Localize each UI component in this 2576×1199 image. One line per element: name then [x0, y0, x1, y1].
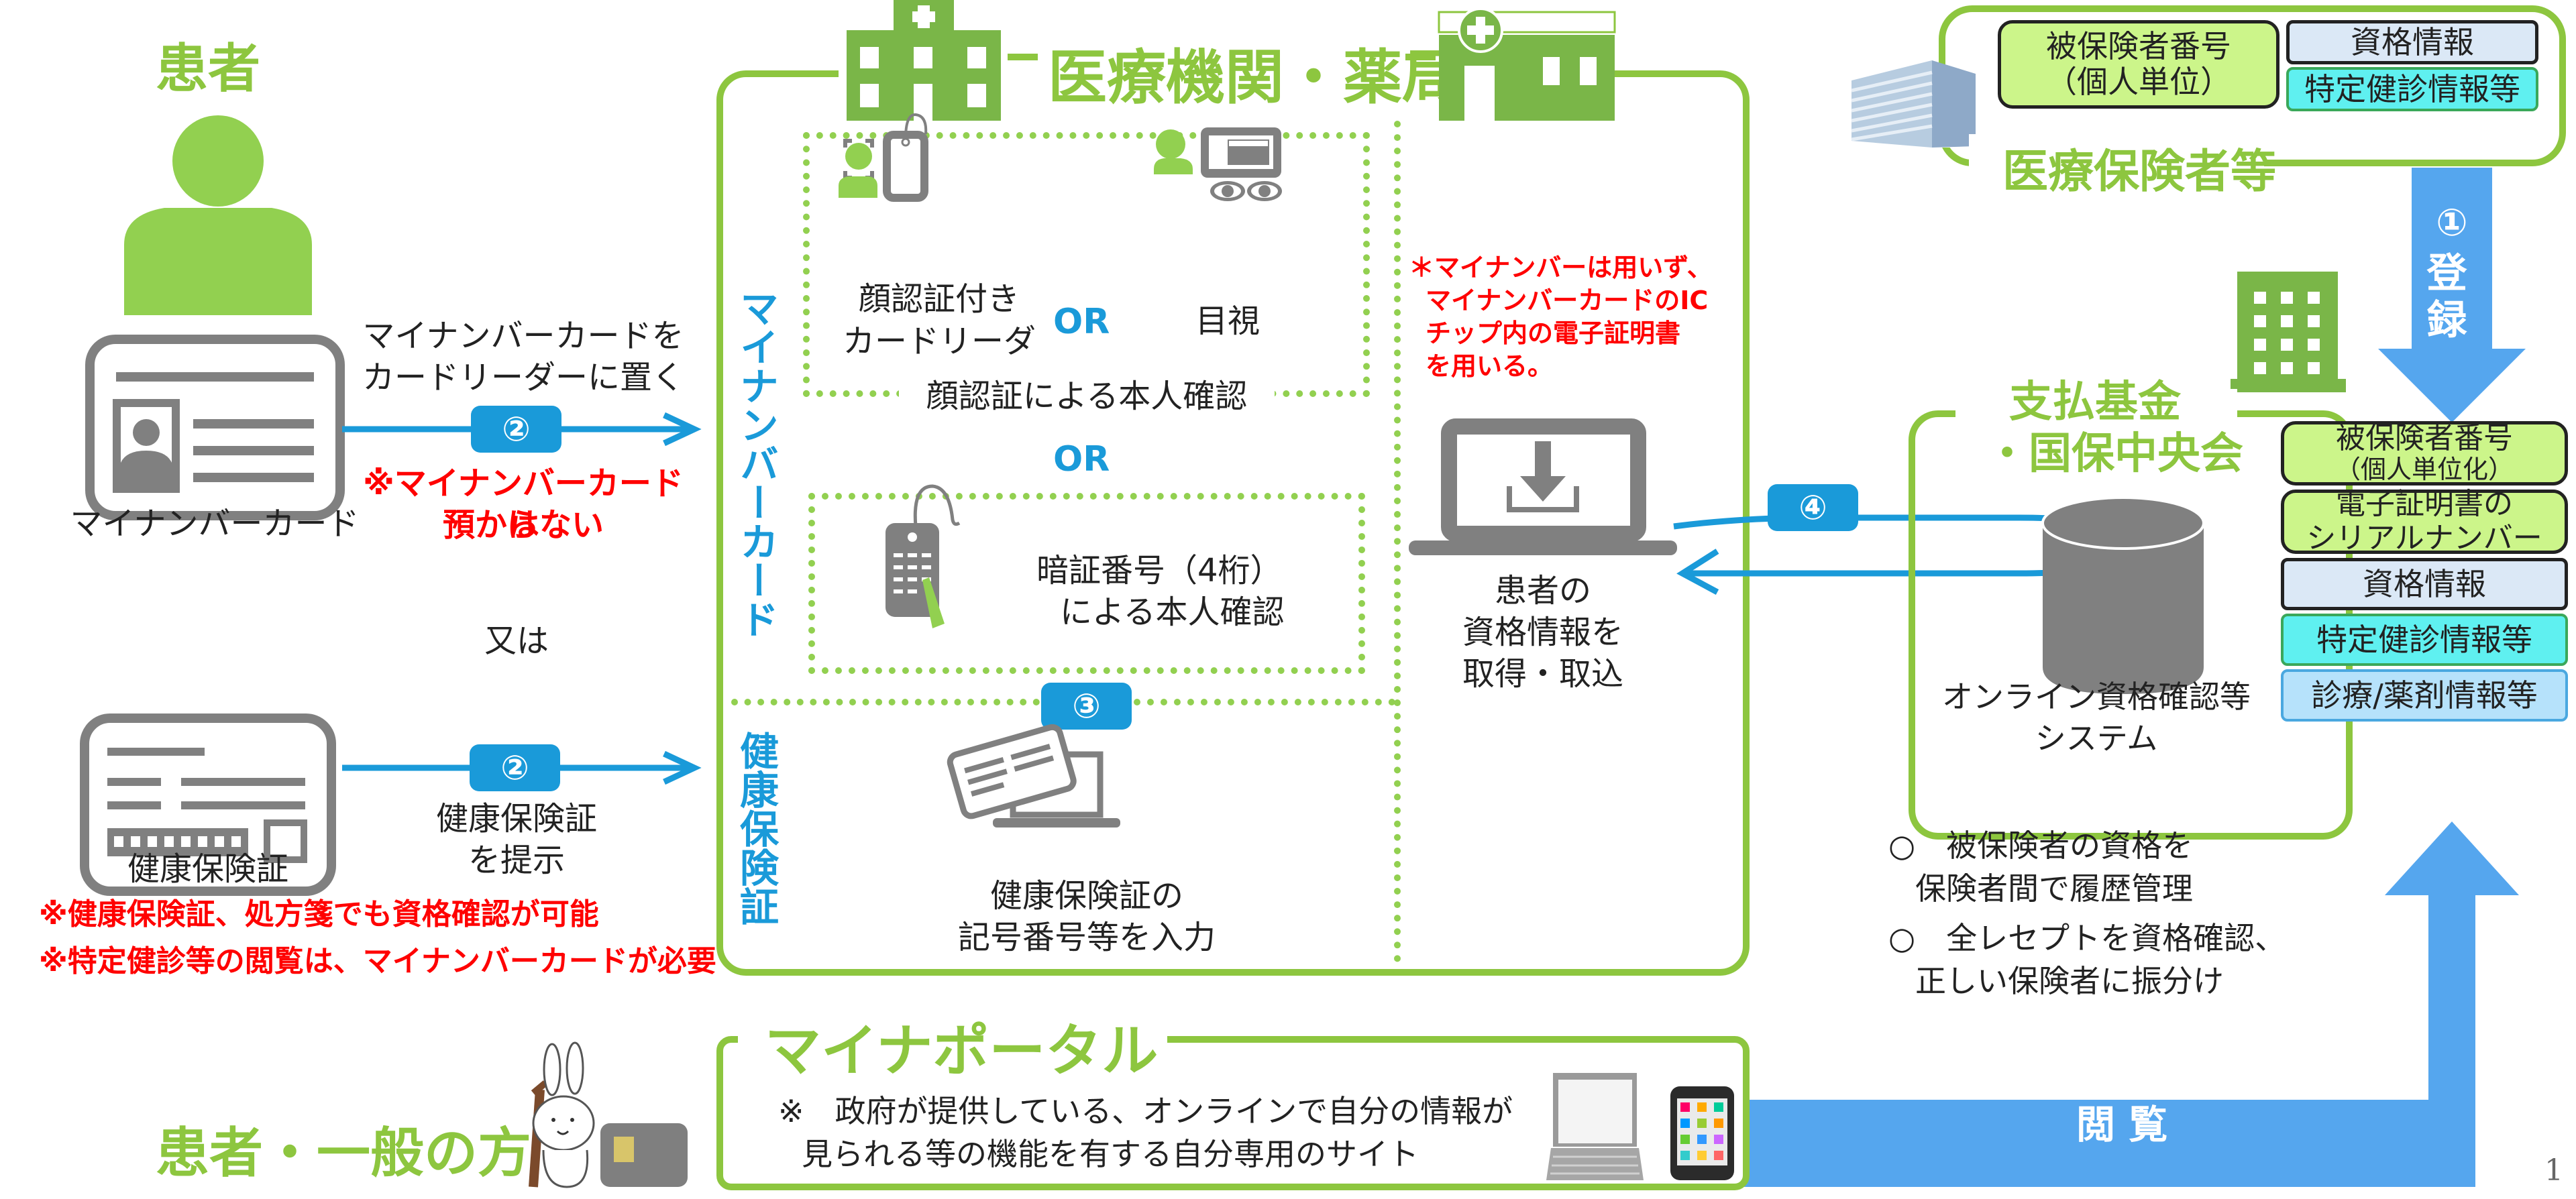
insurer-title-backdrop	[1969, 134, 2264, 188]
stack-0-line1: 被保険者番号	[2336, 420, 2513, 455]
arrow1-text-line2: カードリーダーに置く	[362, 359, 684, 396]
red-note-line3: チップ内の電子証明書	[1426, 319, 1681, 348]
face-reader-icon	[839, 113, 928, 202]
stack-0-line2: （個人単位化）	[2334, 455, 2514, 485]
portal-title-backdrop	[738, 1009, 1167, 1070]
stack-4-line1: 診療/薬剤情報等	[2311, 677, 2538, 713]
note-checkup-requires-card: ※特定健診等の閲覧は、マイナンバーカードが必要	[39, 944, 716, 978]
fund-title-line1: 支払基金	[2009, 378, 2181, 427]
insurer-number-box: 被保険者番号 （個人単位）	[1998, 20, 2279, 109]
visual-check-icon	[1154, 127, 1282, 201]
stack-medical-drug: 診療/薬剤情報等	[2281, 669, 2568, 722]
fund-title-line2: ・国保中央会	[1986, 429, 2243, 479]
page-number: 1	[2544, 1153, 2563, 1188]
pin-label-line1: 暗証番号（4桁）	[1036, 552, 1283, 589]
or-label: 又は	[484, 622, 549, 660]
face-reader-label-line1: 顔認証付き	[858, 280, 1020, 318]
insurer-qualification-box: 資格情報	[2286, 20, 2538, 64]
stack-insured-number: 被保険者番号 （個人単位化）	[2281, 421, 2568, 486]
red-note-line2: マイナンバーカードのIC	[1426, 286, 1709, 315]
fund-building-icon	[2231, 272, 2346, 392]
step1-label: 登録	[2420, 251, 2467, 345]
stack-3-line1: 特定健診情報等	[2316, 621, 2532, 658]
step2-badge-insurance: ②	[470, 744, 560, 791]
mynumber-mascot-icon	[529, 1041, 688, 1188]
insurer-title: 医療保険者等	[2002, 146, 2277, 198]
general-public-label: 患者・一般の方	[156, 1122, 531, 1184]
mynumber-card-icon	[85, 335, 345, 520]
arrow2-text-line1: 健康保険証	[435, 800, 597, 838]
step3-badge: ③	[1041, 683, 1132, 730]
red-note-line1: ＊マイナンバーは用いず、	[1409, 253, 1713, 282]
title-line-right	[1405, 54, 1436, 60]
divider-horizontal-left	[731, 699, 1040, 705]
bullet2-line2: 正しい保険者に振分け	[1915, 963, 2224, 999]
portal-desc-line1: ※ 政府が提供している、オンラインで自分の情報が	[778, 1093, 1513, 1129]
insurance-input-icon	[947, 724, 1120, 827]
insurance-card-label: 健康保険証	[127, 850, 288, 888]
retrieve-line1: 患者の	[1494, 572, 1591, 610]
visual-check-label: 目視	[1195, 302, 1260, 340]
insurer-number-line2: （個人単位）	[2046, 64, 2231, 100]
patient-person-icon	[124, 115, 312, 315]
note-insurance-prescription: ※健康保険証、処方箋でも資格確認が可能	[39, 897, 599, 931]
pin-reader-icon	[885, 484, 961, 628]
laptop-icon	[1546, 1073, 1644, 1180]
database-icon	[2041, 496, 2205, 694]
stack-2-line1: 資格情報	[2363, 565, 2486, 602]
medical-title: 医療機関・薬局	[1048, 43, 1462, 112]
pharmacy-icon	[1438, 7, 1616, 121]
download-laptop-icon	[1409, 418, 1677, 555]
pin-auth-box	[808, 493, 1365, 674]
stack-1-line2: シリアルナンバー	[2306, 521, 2542, 555]
insurance-input-line1: 健康保険証の	[989, 877, 1183, 915]
side-label-mynumber: マイナンバーカード	[733, 288, 779, 638]
insurer-number-line1: 被保険者番号	[2046, 28, 2231, 65]
step1-circle: ①	[2436, 201, 2468, 245]
bullet1-line2: 保険者間で履歴管理	[1915, 870, 2193, 907]
system-line2: システム	[2035, 720, 2158, 756]
smartphone-icon	[1670, 1086, 1734, 1180]
patient-title: 患者	[156, 39, 261, 99]
bullet2-line1: ○ 全レセプトを資格確認、	[1888, 920, 2286, 956]
red-note-line4: を用いる。	[1426, 351, 1554, 381]
insurer-checkup-label: 特定健診情報等	[2304, 70, 2520, 107]
side-label-insurance: 健康保険証	[733, 731, 779, 925]
view-arrow	[1744, 821, 2519, 1187]
retrieve-line2: 資格情報を	[1462, 614, 1623, 651]
title-line-left	[1008, 54, 1038, 60]
stack-1-line1: 電子証明書の	[2336, 487, 2513, 522]
divider-horizontal-right	[1134, 699, 1395, 705]
step1-register-arrow	[2378, 168, 2526, 422]
insurance-input-line2: 記号番号等を入力	[957, 919, 1216, 956]
myna-portal-title[interactable]: マイナポータル	[765, 1018, 1159, 1084]
stack-certificate-serial: 電子証明書の シリアルナンバー	[2281, 487, 2568, 555]
or-label-1: OR	[1053, 302, 1110, 342]
stack-checkup: 特定健診情報等	[2281, 614, 2568, 666]
system-line1: オンライン資格確認等	[1942, 679, 2251, 715]
mynumber-card-label: マイナンバーカード	[70, 505, 360, 543]
portal-desc-line2: 見られる等の機能を有する自分専用のサイト	[802, 1136, 1419, 1172]
retrieve-line3: 取得・取込	[1462, 655, 1623, 693]
insurer-qualification-label: 資格情報	[2351, 23, 2474, 60]
arrow1-note-line1: ※マイナンバーカードは	[363, 465, 684, 545]
step2-badge-mynumber: ②	[471, 406, 561, 453]
step4-badge: ④	[1768, 484, 1858, 531]
myna-portal-box	[716, 1036, 1750, 1190]
view-label: 閲 覧	[2076, 1102, 2168, 1147]
divider-vertical	[1394, 121, 1401, 962]
insurance-card-icon	[80, 713, 336, 896]
bullet1-line1: ○ 被保険者の資格を	[1888, 827, 2194, 864]
pin-label-line2: による本人確認	[1060, 593, 1285, 631]
office-building-icon	[1851, 60, 1976, 148]
face-auth-caption: 顔認証による本人確認	[899, 376, 1275, 418]
fund-title-backdrop	[1955, 389, 2237, 449]
stack-qualification: 資格情報	[2281, 558, 2568, 610]
arrow1-note-line2: 預からない	[442, 506, 604, 544]
arrow1-text-line1: マイナンバーカードを	[362, 317, 684, 355]
or-label-2: OR	[1053, 439, 1110, 479]
arrow2-text-line2: を提示	[468, 842, 565, 879]
insurer-checkup-box: 特定健診情報等	[2286, 67, 2538, 111]
hospital-icon	[847, 0, 1001, 121]
